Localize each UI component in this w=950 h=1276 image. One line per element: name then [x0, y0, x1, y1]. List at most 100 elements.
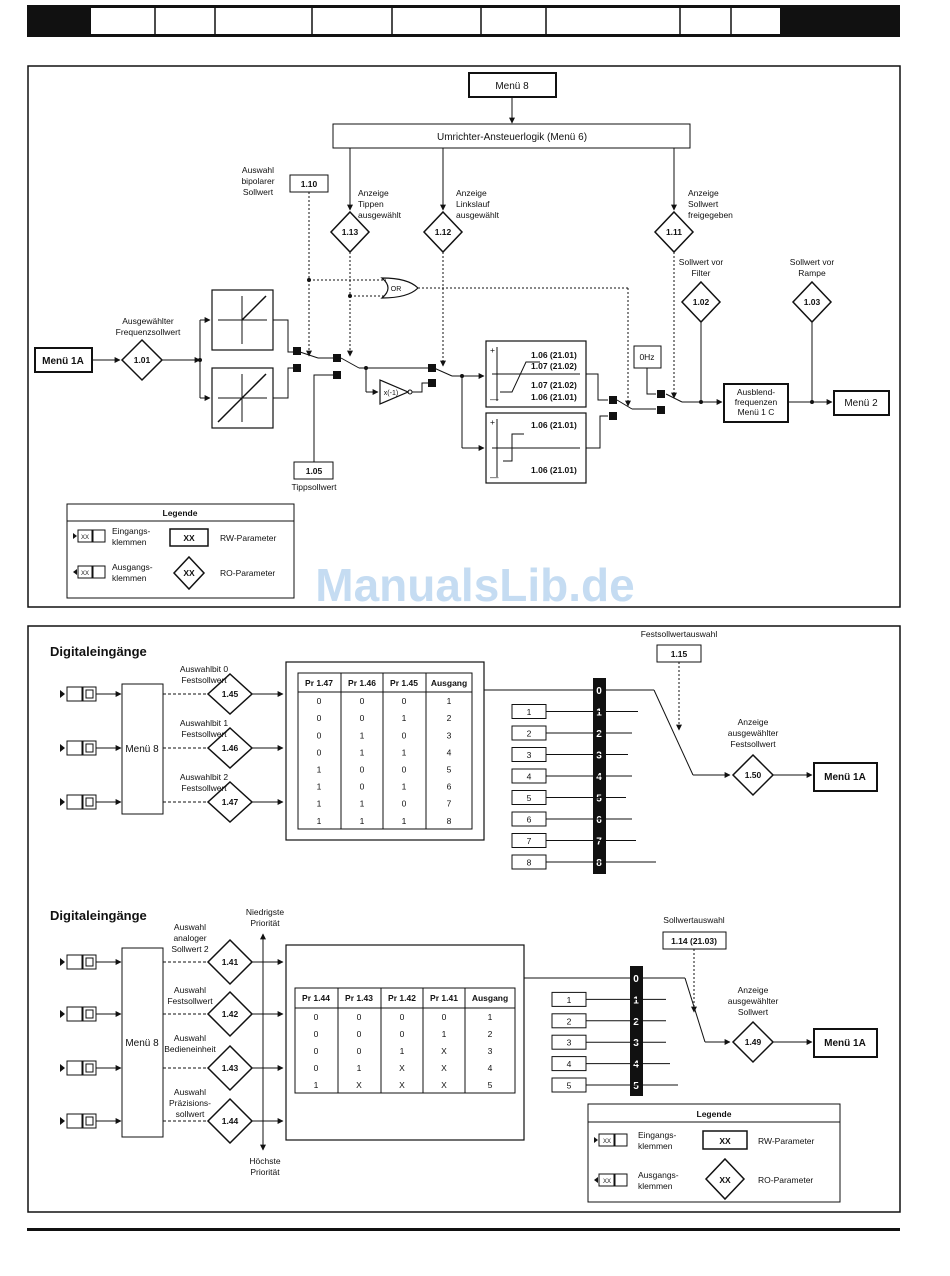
- sel141-2: analoger: [173, 933, 206, 943]
- minus-sign: —: [490, 394, 499, 404]
- sw-label-0: 0: [295, 349, 299, 356]
- table-cell: X: [399, 1080, 405, 1090]
- digital-input-terminal: [60, 686, 122, 702]
- skip-label-2: frequenzen: [735, 397, 778, 407]
- param-1-49: 1.49: [745, 1037, 762, 1047]
- mid-th-2: Pr 1.46: [348, 678, 376, 688]
- table-cell: 0: [402, 696, 407, 706]
- table-cell: 1: [360, 730, 365, 740]
- legend-top: [66, 503, 295, 599]
- sw-label-1: 1: [295, 366, 299, 373]
- mid-menu1a-label: Menü 1A: [824, 772, 866, 783]
- bus-label: 1: [633, 995, 639, 1006]
- param-1-13: 1.13: [342, 227, 359, 237]
- bottom-menu8-label: Menü 8: [125, 1038, 159, 1049]
- terminal-inner: [85, 797, 94, 807]
- table-cell: 1: [442, 1029, 447, 1039]
- sel141-1: Auswahl: [174, 922, 206, 932]
- footer-rule: [27, 1228, 900, 1231]
- sel0-label-2: Festsollwert: [181, 675, 227, 685]
- bus-label: 2: [633, 1017, 639, 1028]
- terminal-box: [82, 740, 97, 756]
- terminal-box: [82, 954, 97, 970]
- plus-sign: +: [490, 345, 495, 355]
- digital-input-terminal: [60, 1113, 122, 1129]
- digital-input-terminal: [60, 740, 122, 756]
- terminal-inner: [85, 957, 94, 967]
- mid-disp-3: Festsollwert: [730, 739, 776, 749]
- table-cell: 0: [360, 765, 365, 775]
- bus-label: 4: [633, 1060, 639, 1071]
- table-cell: 5: [488, 1080, 493, 1090]
- input-arrow-icon: [60, 1064, 65, 1072]
- highest-1: Höchste: [249, 1156, 280, 1166]
- selfreq-label-2: Frequenzsollwert: [116, 327, 181, 337]
- table-cell: 4: [447, 747, 452, 757]
- sel143-1: Auswahl: [174, 1033, 206, 1043]
- table-cell: 1: [400, 1046, 405, 1056]
- param-1-41: 1.41: [222, 957, 239, 967]
- table-cell: X: [441, 1080, 447, 1090]
- param-1-11: 1.11: [666, 227, 682, 237]
- preset-label: 1: [527, 707, 532, 717]
- table-cell: 0: [400, 1029, 405, 1039]
- legend-rw: RW-Parameter: [758, 1136, 815, 1146]
- bus-label: 8: [596, 858, 602, 869]
- legend-title: Legende: [697, 1109, 732, 1119]
- bot-th-1: Pr 1.44: [302, 993, 330, 1003]
- bus-label: 4: [596, 772, 602, 783]
- terminal-box: [66, 1006, 83, 1022]
- table-cell: 1: [317, 799, 322, 809]
- table-cell: 1: [314, 1080, 319, 1090]
- minus-sign: —: [490, 472, 499, 482]
- digital-input-terminal: [60, 1060, 122, 1076]
- table-cell: X: [356, 1080, 362, 1090]
- rev-label-3: ausgewählt: [456, 210, 500, 220]
- bottom-menu1a-label: Menü 1A: [824, 1038, 866, 1049]
- bus-label: 1: [596, 708, 602, 719]
- legend-input-1: Eingangs-: [112, 526, 150, 536]
- rev-label-1: Anzeige: [456, 188, 487, 198]
- bottom-input-terminals: [60, 954, 122, 1129]
- param-1-12: 1.12: [435, 227, 452, 237]
- bot-th-2: Pr 1.43: [345, 993, 373, 1003]
- table-cell: 0: [357, 1012, 362, 1022]
- param-1-10: 1.10: [301, 179, 318, 189]
- ref-label: 4: [567, 1059, 572, 1069]
- sw-label-0: 0: [611, 398, 615, 405]
- bot-th-4: Pr 1.41: [430, 993, 458, 1003]
- table-cell: 1: [402, 747, 407, 757]
- tip-label-1: Anzeige: [358, 188, 389, 198]
- legend-ro: RO-Parameter: [220, 568, 275, 578]
- ref-label: 1: [567, 995, 572, 1005]
- menu8-label: Menü 8: [495, 81, 529, 92]
- param-1-44: 1.44: [222, 1116, 239, 1126]
- table-cell: X: [399, 1063, 405, 1073]
- sel143-2: Bedieneinheit: [164, 1044, 216, 1054]
- jogref-label: Tippsollwert: [291, 482, 337, 492]
- watermark: ManualsLib.de: [315, 559, 634, 611]
- terminal-box: [66, 954, 83, 970]
- prefilter-label-1: Sollwert vor: [679, 257, 724, 267]
- table-cell: 1: [488, 1012, 493, 1022]
- mid-input-terminals: [60, 686, 122, 810]
- sel0-label-1: Auswahlbit 0: [180, 664, 228, 674]
- bus-label: 3: [633, 1038, 639, 1049]
- invert-label: x(-1): [384, 390, 398, 397]
- preset-label: 5: [527, 793, 532, 803]
- terminal-box: [82, 1006, 97, 1022]
- or-gate-label: OR: [391, 286, 402, 293]
- param-1-05: 1.05: [306, 466, 323, 476]
- param-1-50: 1.50: [745, 770, 762, 780]
- tip-label-2: Tippen: [358, 199, 384, 209]
- lowest-2: Priorität: [250, 918, 280, 928]
- bus-label: 6: [596, 815, 602, 826]
- terminal-box: [66, 1060, 83, 1076]
- legend-input-2: klemmen: [112, 537, 147, 547]
- table-cell: 0: [442, 1012, 447, 1022]
- sel142-1: Auswahl: [174, 985, 206, 995]
- sel1-label-2: Festsollwert: [181, 729, 227, 739]
- limit-b-1: 1.06 (21.01): [531, 420, 577, 430]
